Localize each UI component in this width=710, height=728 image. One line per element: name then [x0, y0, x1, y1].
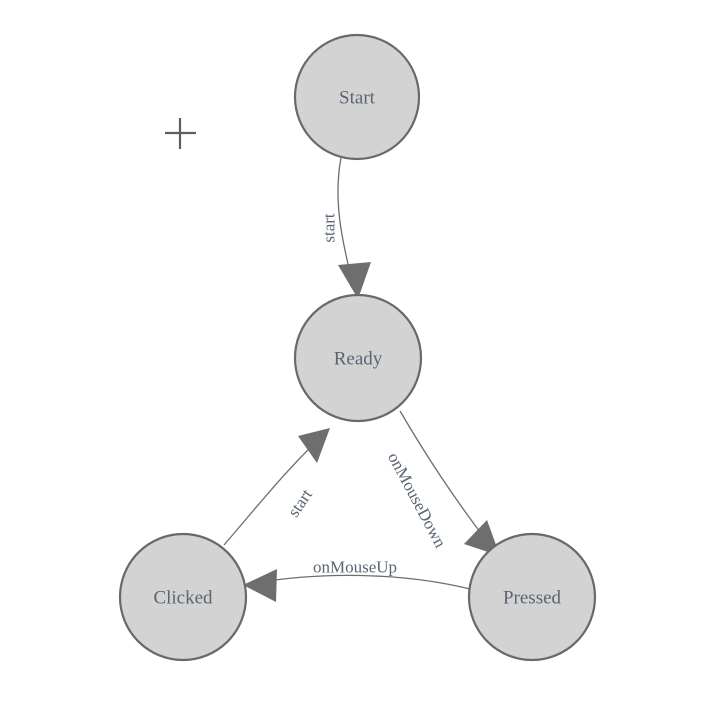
edge-start-to-ready[interactable] [337, 157, 371, 299]
edge-label-clicked-to-ready: start [284, 485, 316, 520]
edge-clicked-to-ready-arrowhead [298, 428, 330, 463]
edge-label-start-to-ready: start [320, 213, 339, 243]
edge-label-ready-to-pressed: onMouseDown [384, 449, 450, 551]
edge-pressed-to-clicked[interactable] [243, 569, 471, 602]
edge-start-to-ready-path [337, 157, 353, 282]
edge-clicked-to-ready-path [223, 442, 316, 546]
node-start-label: Start [339, 88, 376, 109]
node-clicked-label: Clicked [153, 588, 213, 609]
node-start[interactable]: Start [293, 33, 421, 161]
edge-pressed-to-clicked-path [254, 574, 471, 590]
node-ready-label: Ready [334, 349, 383, 370]
node-pressed[interactable]: Pressed [467, 532, 597, 662]
crosshair-icon [165, 118, 196, 149]
node-clicked-circle[interactable] [118, 532, 248, 662]
edge-ready-to-pressed[interactable] [399, 410, 500, 556]
edge-label-pressed-to-clicked: onMouseUp [313, 558, 397, 577]
node-pressed-label: Pressed [503, 588, 562, 609]
edge-pressed-to-clicked-arrowhead [243, 569, 277, 602]
edge-start-to-ready-arrowhead [338, 262, 371, 299]
node-ready-circle[interactable] [293, 293, 423, 423]
edge-ready-to-pressed-path [399, 410, 487, 541]
node-ready[interactable]: Ready [293, 293, 423, 423]
node-pressed-circle[interactable] [467, 532, 597, 662]
node-start-circle[interactable] [293, 33, 421, 161]
edge-ready-to-pressed-arrowhead [464, 520, 500, 556]
edge-clicked-to-ready[interactable] [223, 428, 330, 546]
node-clicked[interactable]: Clicked [118, 532, 248, 662]
